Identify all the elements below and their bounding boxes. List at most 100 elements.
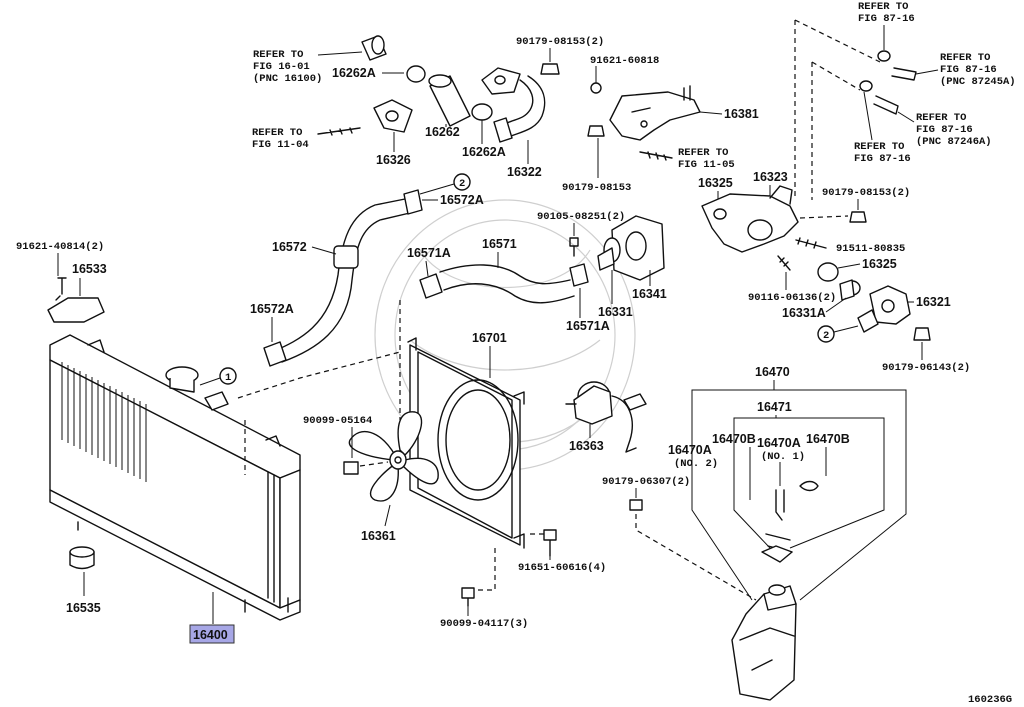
part-16470A-1-note: (NO. 2) [674,458,718,470]
bolt-90105-08251 [569,237,579,257]
part-90179-06307-label[interactable]: 90179-06307(2) [602,476,690,488]
figure-code: 160236G [968,694,1012,706]
part-16361-label[interactable]: 16361 [361,529,396,543]
nut-90179-08153-top [540,63,560,75]
ref-16-01-line2: FIG 16-01 [253,61,310,73]
part-91621-60818-label[interactable]: 91621-60818 [590,55,659,67]
ref-87-16-c-line2: FIG 87-16 [854,153,911,165]
fan-16361 [348,411,439,502]
part-16321-label[interactable]: 16321 [916,295,951,309]
ref-87-16-b-line2: FIG 87-16 [916,124,973,136]
callout-1-label: 1 [225,372,231,384]
part-16572-label[interactable]: 16572 [272,240,307,254]
part-16325-top-label[interactable]: 16325 [698,176,733,190]
part-90179-06143-label[interactable]: 90179-06143(2) [882,362,970,374]
clamp-16262A-bottom [471,103,493,121]
part-16322-label[interactable]: 16322 [507,165,542,179]
stud-11-04 [317,127,361,136]
water-inlet-16321 [857,285,911,333]
part-90099-04117-label[interactable]: 90099-04117(3) [440,618,528,630]
callout-2-right-label: 2 [823,330,829,342]
part-16400-label[interactable]: 16400 [193,628,228,642]
part-16262A-left-label[interactable]: 16262A [332,66,376,80]
part-16326-label[interactable]: 16326 [376,153,411,167]
gasket-16325 [817,262,839,282]
part-16331A-label[interactable]: 16331A [782,306,826,320]
part-16572A-top-label[interactable]: 16572A [440,193,484,207]
nut-90099-05164 [343,461,359,475]
bracket-16381 [609,85,701,141]
part-90179-08153-right-label[interactable]: 90179-08153(2) [822,187,910,199]
sensor-16331A [839,279,861,301]
ref-87-16-top-line1: REFER TO [858,1,908,13]
leader-16471 [733,415,885,549]
ref-87-16-a-line1: REFER TO [940,52,990,64]
part-91651-60616-label[interactable]: 91651-60616(4) [518,562,606,574]
part-16331-label[interactable]: 16331 [598,305,633,319]
part-16471-label[interactable]: 16471 [757,400,792,414]
ref-87-16-b-line1: REFER TO [916,112,966,124]
part-16381-label[interactable]: 16381 [724,107,759,121]
part-90116-06136-label[interactable]: 90116-06136(2) [748,292,836,304]
part-16470A-2-label[interactable]: 16470A [757,436,801,450]
part-16571-label[interactable]: 16571 [482,237,517,251]
part-16470B-2-label[interactable]: 16470B [806,432,850,446]
ref-87-16-c-line1: REFER TO [854,141,904,153]
bolt-90099-04117 [461,587,475,607]
stud-marker-b [590,82,602,94]
part-16262A-bottom-label[interactable]: 16262A [462,145,506,159]
callout-1-circle [219,367,237,385]
lower-hose-16571 [419,263,589,304]
part-16341-label[interactable]: 16341 [632,287,667,301]
ref-87-16-top-line2: FIG 87-16 [858,13,915,25]
nut-90179-06143 [913,327,931,341]
part-16325-mid-label[interactable]: 16325 [862,257,897,271]
part-16535-label[interactable]: 16535 [66,601,101,615]
ref-11-05-line1: REFER TO [678,147,728,159]
gasket-16341 [611,215,665,281]
bolt-91511-80835 [795,237,827,249]
part-90179-08153-top-label[interactable]: 90179-08153(2) [516,36,604,48]
pipe-16100 [361,35,387,61]
upper-hose-16572 [263,189,423,367]
part-16572A-left-label[interactable]: 16572A [250,302,294,316]
bracket-16533 [47,277,105,323]
cap-16470A [761,545,793,563]
part-16533-label[interactable]: 16533 [72,262,107,276]
radiator-fins [61,362,147,482]
callout-2-right-circle [817,325,835,343]
highlight-16400 [189,624,235,644]
part-90105-08251-label[interactable]: 90105-08251(2) [537,211,625,223]
part-90179-08153-mid-label[interactable]: 90179-08153 [562,182,631,194]
ref-87-16-a-line2: FIG 87-16 [940,64,997,76]
ref-16-01-line1: REFER TO [253,49,303,61]
rubber-mount-16535 [69,546,95,596]
part-90099-05164-label[interactable]: 90099-05164 [303,415,372,427]
part-16363-label[interactable]: 16363 [569,439,604,453]
part-91511-80835-label[interactable]: 91511-80835 [836,243,905,255]
hose-16262 [428,74,471,127]
fan-shroud-16701 [407,337,525,549]
part-16571A-bottom-label[interactable]: 16571A [566,319,610,333]
part-16262-label[interactable]: 16262 [425,125,460,139]
clamp-87-16-top [877,50,891,62]
ref-11-04-line1: REFER TO [252,127,302,139]
clamp-16262A-left [406,65,426,83]
ref-87-16-a-line3: (PNC 87245A) [940,76,1016,88]
gasket-16326 [373,99,413,133]
part-16470A-1-label[interactable]: 16470A [668,443,712,457]
hose-87245A [891,67,917,81]
overflow-hose-small [775,489,785,521]
water-outlet-16323 [701,185,799,253]
part-16571A-top-label[interactable]: 16571A [407,246,451,260]
part-16470B-1-label[interactable]: 16470B [712,432,756,446]
part-91621-40814-label[interactable]: 91621-40814(2) [16,241,104,253]
ref-87-16-b-line3: (PNC 87246A) [916,136,992,148]
ref-16-01-line3: (PNC 16100) [253,73,322,85]
part-16323-label[interactable]: 16323 [753,170,788,184]
part-16470-label[interactable]: 16470 [755,365,790,379]
radiator-assembly [49,334,301,624]
stud-11-05 [639,151,673,161]
part-16701-label[interactable]: 16701 [472,331,507,345]
